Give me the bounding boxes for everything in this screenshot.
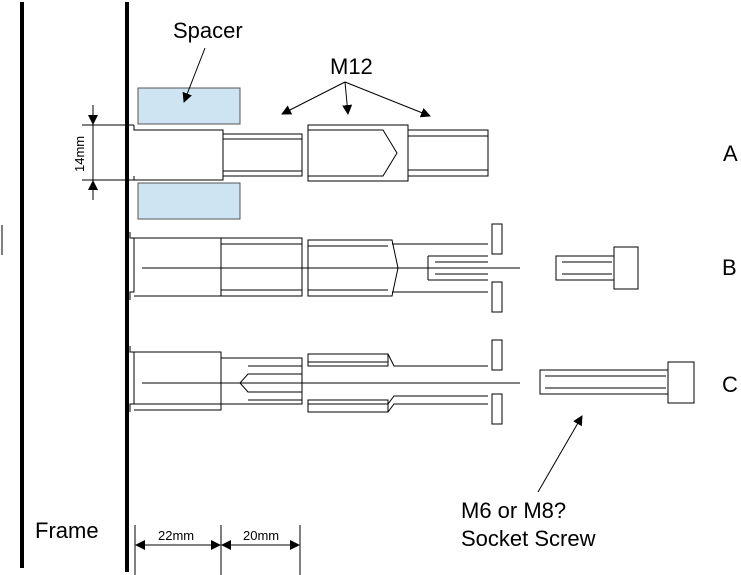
row-label-c: C [722, 372, 738, 397]
row-c-screw-shank [539, 369, 669, 395]
spacer-label: Spacer [173, 18, 243, 43]
screw-label-line1: M6 or M8? [461, 498, 566, 523]
assembly-row-b [129, 223, 639, 313]
assembly-row-a [122, 124, 489, 182]
row-b-screw-head [613, 246, 639, 290]
dimension-20mm-label: 20mm [243, 528, 279, 543]
m12-arrow-left [281, 81, 346, 115]
m12-arrow-center [342, 81, 353, 115]
dimension-width: 22mm 20mm [134, 525, 301, 575]
spacer-bottom [137, 182, 241, 220]
dimension-14mm: 14mm [72, 105, 122, 200]
dimension-14mm-label: 14mm [72, 136, 87, 172]
frame-label: Frame [35, 518, 99, 543]
assembly-row-c [129, 339, 695, 425]
m12-arrow-right [344, 81, 431, 118]
spacer-top [137, 87, 241, 125]
row-label-b: B [722, 255, 737, 280]
dimension-22mm-label: 22mm [158, 528, 194, 543]
row-b-screw-shank [555, 255, 615, 281]
row-label-a: A [723, 141, 738, 166]
spacer-leader-arrow [182, 47, 206, 103]
m12-label: M12 [330, 54, 373, 79]
screw-leader-arrow [537, 415, 583, 493]
screw-label-line2: Socket Screw [461, 526, 596, 551]
row-c-screw-head [667, 361, 695, 404]
